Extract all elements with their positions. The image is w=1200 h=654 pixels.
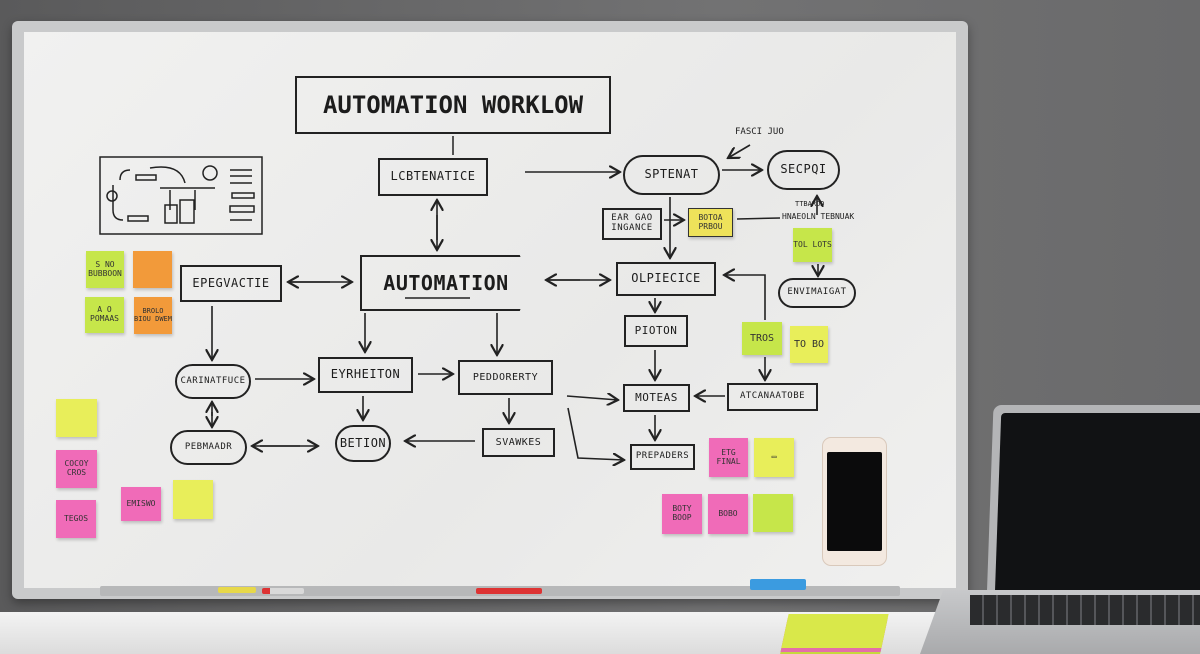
page-title: AUTOMATION WORKLOW <box>295 76 611 134</box>
laptop <box>986 405 1200 605</box>
sticky-note-pink: TEGOS <box>56 500 96 538</box>
sticky-note-orange <box>133 251 172 288</box>
node-peddorerty: PEDDORERTY <box>458 360 553 395</box>
node-epegvactie: EPEGVACTIE <box>180 265 282 302</box>
smartphone <box>822 437 887 566</box>
sticky-note-yellow <box>56 399 97 437</box>
sticky-note-green: A O POMAAS <box>85 297 124 333</box>
node-carinatfuce: CARINATFUCE <box>175 364 251 399</box>
node-eyrheiton: EYRHEITON <box>318 357 413 393</box>
sticky-note-pad <box>781 614 889 648</box>
node-envimaigat: ENVIMAIGAT <box>778 278 856 308</box>
node-secpqi: SECPQI <box>767 150 840 190</box>
annotation-hnaeoln: HNAEOLN TEBNUAK <box>782 212 855 221</box>
node-ear-gao: EAR GAO INGANCE <box>602 208 662 240</box>
sticky-note-green: TOL LOTS <box>793 228 832 262</box>
node-atcanaatobe: ATCANAATOBE <box>727 383 818 411</box>
sticky-note-yellow: BOTOA PRBOU <box>688 208 733 237</box>
sticky-note-green: S NO BUBBOON <box>86 251 124 288</box>
sticky-note-yellow: ▭ <box>754 438 794 477</box>
node-sptenat: SPTENAT <box>623 155 720 195</box>
laptop-screen <box>994 413 1200 599</box>
sticky-note-green <box>753 494 793 532</box>
phone-screen <box>827 452 882 551</box>
node-betion: BETION <box>335 425 391 462</box>
sticky-note-pink: BOTY BOOP <box>662 494 702 534</box>
sticky-note-pink: BOBO <box>708 494 748 534</box>
node-prepaders: PREPADERS <box>630 444 695 470</box>
sticky-note-orange: BROLO BIOU DWEM <box>134 297 172 334</box>
annotation-ttbarod: TTBAROD <box>795 200 825 208</box>
node-lcbtenatice: LCBTENATICE <box>378 158 488 196</box>
sticky-note-yellow <box>173 480 213 519</box>
node-olpiecice: OLPIECICE <box>616 262 716 296</box>
sticky-note-pink: ETG FINAL <box>709 438 748 477</box>
blue-eraser <box>750 579 806 590</box>
node-pioton: PIOTON <box>624 315 688 347</box>
yellow-marker <box>218 587 256 593</box>
laptop-keyboard <box>970 595 1200 625</box>
sticky-note-yellow: TO BO <box>790 326 828 363</box>
sticky-note-pink: COCOY CROS <box>56 450 97 488</box>
red-marker-long <box>476 588 542 594</box>
red-marker <box>262 588 304 594</box>
node-automation: AUTOMATION <box>360 255 530 311</box>
node-pebmaador: PEBMAADR <box>170 430 247 465</box>
node-moteas: MOTEAS <box>623 384 690 412</box>
sticky-note-pink: EMISWO <box>121 487 161 521</box>
node-svawkes: SVAWKES <box>482 428 555 457</box>
annotation-fasci: FASCI JUO <box>735 127 784 137</box>
sticky-note-green: TROS <box>742 322 782 355</box>
